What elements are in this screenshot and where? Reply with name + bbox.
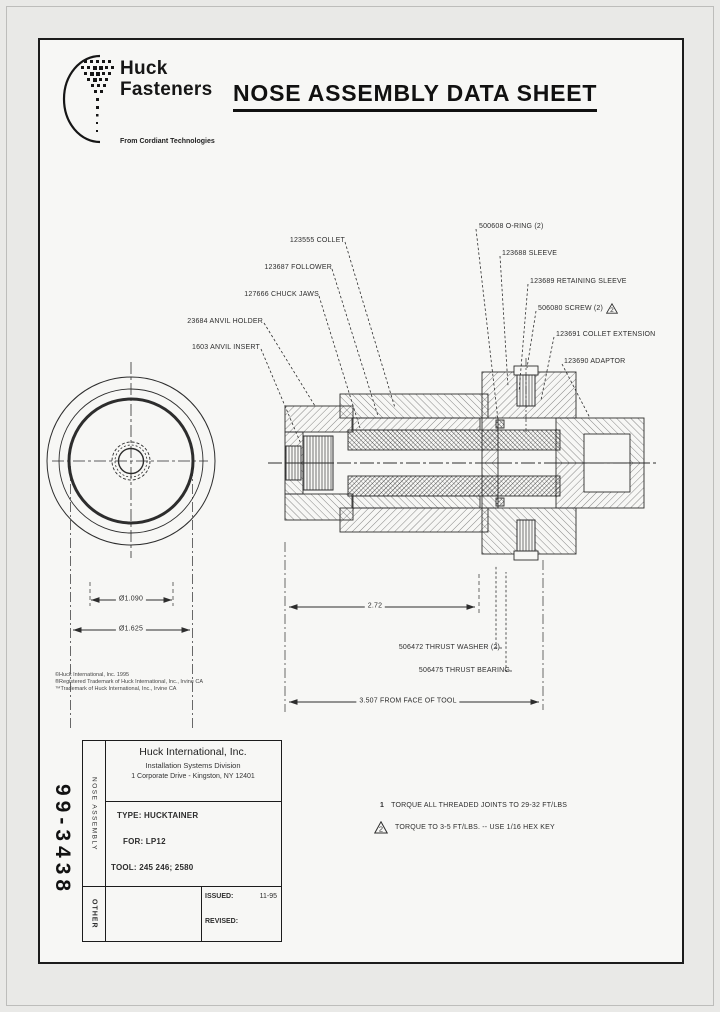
part-number: 99-3438	[51, 783, 74, 897]
huck-logo-icon	[62, 54, 114, 144]
scan-border	[6, 6, 714, 1006]
callout-thrust-washer: 506472 THRUST WASHER (2)	[398, 644, 500, 651]
page-title: NOSE ASSEMBLY DATA SHEET	[233, 80, 598, 112]
footnote-copyright: ©Huck International, Inc. 1995	[55, 672, 130, 678]
category-nose-assembly: NOSE ASSEMBLY	[90, 776, 98, 851]
type-field: TYPE: HUCKTAINER	[117, 811, 198, 820]
logo-word-fasteners: Fasteners	[120, 79, 213, 100]
tool-label: TOOL:	[111, 863, 137, 872]
callout-collet-extension: 123691 COLLET EXTENSION	[556, 331, 656, 338]
note-1-text: TORQUE ALL THREADED JOINTS TO 29-32 FT/L…	[391, 802, 568, 809]
for-value: LP12	[145, 837, 166, 846]
dimension-overall-length: 3.507 FROM FACE OF TOOL	[356, 697, 460, 705]
warning-triangle-icon: 2	[606, 303, 619, 314]
title-block-divider	[83, 886, 281, 887]
copyright-footnotes: ©Huck International, Inc. 1995 ®Register…	[55, 672, 203, 693]
callout-screw: 506080 SCREW (2) 2	[538, 303, 619, 314]
category-other: OTHER	[90, 898, 98, 929]
dimension-nose-length: 2.72	[364, 602, 386, 610]
note-2-marker: 2	[379, 825, 383, 834]
title-block-divider	[105, 801, 281, 802]
note-1: 1 TORQUE ALL THREADED JOINTS TO 29-32 FT…	[380, 802, 567, 809]
huck-logo: Huck Fasteners From Cordiant Technologie…	[56, 50, 266, 160]
type-label: TYPE:	[117, 811, 142, 820]
revised-label: REVISED:	[205, 918, 239, 925]
note-2-text: TORQUE TO 3-5 FT/LBS. -- USE 1/16 HEX KE…	[395, 824, 555, 831]
note-1-marker: 1	[380, 802, 385, 809]
callout-anvil-insert: 1603 ANVIL INSERT	[192, 344, 260, 351]
for-label: FOR:	[123, 837, 144, 846]
callout-screw-text: 506080 SCREW (2)	[538, 305, 604, 312]
warning-triangle-number: 2	[610, 307, 614, 314]
tool-value: 245 246; 2580	[139, 863, 194, 872]
logo-word-huck: Huck	[120, 58, 168, 79]
callout-adaptor: 123690 ADAPTOR	[564, 358, 626, 365]
tool-field: TOOL: 245 246; 2580	[111, 863, 193, 872]
type-value: HUCKTAINER	[144, 811, 199, 820]
dimension-inner-diameter: Ø1.090	[115, 595, 147, 603]
callout-anvil-holder: 23684 ANVIL HOLDER	[187, 318, 263, 325]
title-block-divider	[201, 886, 202, 941]
callout-follower: 123687 FOLLOWER	[264, 264, 332, 271]
title-block: NOSE ASSEMBLY OTHER Huck International, …	[82, 740, 282, 942]
callout-o-ring: 500608 O-RING (2)	[479, 223, 544, 230]
logo-wordmark: Huck Fasteners	[120, 58, 212, 100]
warning-triangle-icon: 2	[374, 821, 388, 834]
footnote-registered: ®Registered Trademark of Huck Internatio…	[55, 679, 204, 685]
logo-tagline: From Cordiant Technologies	[120, 138, 215, 145]
footnote-trademark: ™Trademark of Huck International, Inc., …	[55, 686, 177, 692]
issued-label: ISSUED:	[205, 893, 234, 900]
callout-thrust-bearing: 506475 THRUST BEARING	[418, 667, 510, 674]
dimension-outer-diameter: Ø1.625	[115, 625, 147, 633]
note-2: 2 TORQUE TO 3-5 FT/LBS. -- USE 1/16 HEX …	[374, 821, 555, 834]
callout-retaining-sleeve: 123689 RETAINING SLEEVE	[530, 278, 627, 285]
callout-sleeve: 123688 SLEEVE	[502, 250, 558, 257]
company-info: Huck International, Inc. Installation Sy…	[105, 746, 281, 780]
company-address: 1 Corporate Drive - Kingston, NY 12401	[131, 773, 255, 780]
title-block-divider	[105, 741, 106, 941]
issued-value: 11-95	[259, 893, 277, 900]
for-field: FOR: LP12	[123, 837, 166, 846]
company-name: Huck International, Inc.	[139, 746, 247, 758]
revised-field: REVISED:	[205, 918, 277, 925]
company-division: Installation Systems Division	[145, 761, 241, 770]
issued-field: ISSUED: 11-95	[205, 893, 277, 900]
callout-chuck-jaws: 127666 CHUCK JAWS	[244, 291, 319, 298]
callout-collet: 123555 COLLET	[289, 237, 345, 244]
